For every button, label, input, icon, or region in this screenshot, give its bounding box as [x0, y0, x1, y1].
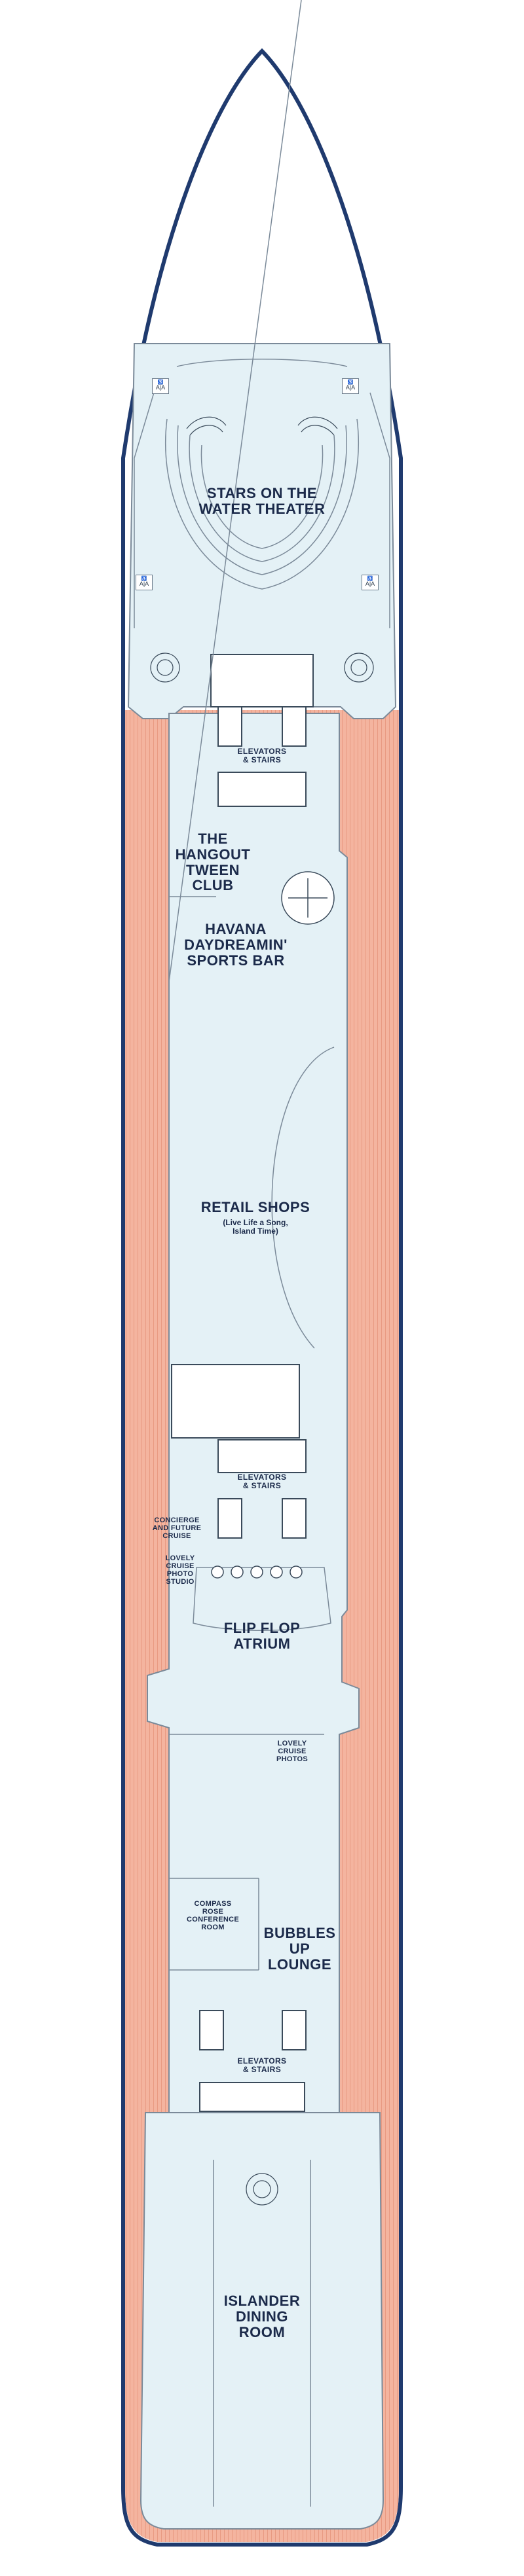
atrium-label: FLIP FLOP ATRIUM	[223, 1620, 301, 1652]
bubbles-lounge-label: BUBBLES UP LOUNGE	[263, 1925, 336, 1973]
elevators-label-mid: ELEVATORS & STAIRS	[237, 1473, 287, 1490]
accessible-cabin-badge: ♿A|A	[362, 575, 379, 590]
compass-rose-label: COMPASS ROSE CONFERENCE ROOM	[186, 1900, 239, 1931]
interior-walls	[168, 0, 324, 2507]
retail-curve	[271, 1046, 335, 1349]
atrium-pillars	[211, 1565, 303, 1579]
badge-text: A|A	[139, 581, 149, 587]
theater-seating	[134, 359, 390, 628]
retail-shops-label: RETAIL SHOPS	[200, 1199, 310, 1215]
forward-interior	[127, 343, 397, 719]
stage-stairs	[186, 416, 338, 436]
badge-text: A|A	[365, 581, 375, 587]
theater-label: STARS ON THE WATER THEATER	[198, 485, 326, 517]
spiral-stair-right	[344, 653, 374, 683]
elevator-block-mid	[171, 1364, 307, 1539]
wheelchair-icon: ♿	[347, 380, 354, 385]
tween-club-label: THE HANGOUT TWEEN CLUB	[175, 831, 251, 894]
accessible-cabin-badge: ♿A|A	[136, 575, 153, 590]
dining-room-label: ISLANDER DINING ROOM	[223, 2293, 301, 2340]
wheelchair-icon: ♿	[157, 380, 164, 385]
spiral-stair-aft	[246, 2173, 278, 2206]
wheelchair-icon: ♿	[367, 577, 373, 581]
elevators-label-aft: ELEVATORS & STAIRS	[237, 2056, 287, 2074]
photo-studio-label: LOVELY CRUISE PHOTO STUDIO	[165, 1554, 195, 1586]
accessible-cabin-badge: ♿A|A	[342, 378, 359, 394]
aft-interior	[140, 2112, 384, 2530]
elevator-block-forward	[210, 654, 314, 807]
badge-text: A|A	[155, 384, 166, 391]
retail-shops-sublabel: (Live Life a Song, Island Time)	[223, 1218, 288, 1236]
accessible-cabin-badge: ♿A|A	[152, 378, 169, 394]
photos-label: LOVELY CRUISE PHOTOS	[276, 1740, 309, 1763]
concierge-label: CONCIERGE AND FUTURE CRUISE	[152, 1516, 202, 1540]
wheelchair-icon: ♿	[141, 577, 147, 581]
spiral-stair-left	[150, 653, 180, 683]
elevator-block-aft	[199, 2010, 307, 2112]
sports-bar-label: HAVANA DAYDREAMIN' SPORTS BAR	[184, 921, 288, 969]
badge-text: A|A	[345, 384, 356, 391]
atrium-void	[193, 1567, 331, 1631]
elevators-label-forward: ELEVATORS & STAIRS	[237, 747, 287, 764]
sports-bar-round-feature	[281, 871, 335, 925]
